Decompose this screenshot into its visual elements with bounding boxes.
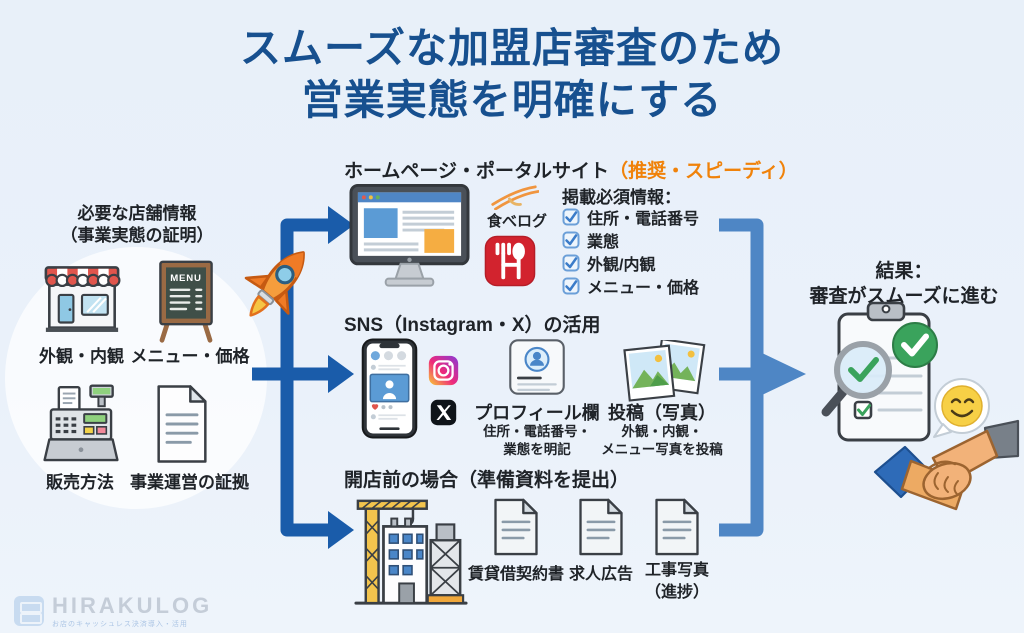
handshake-icon (873, 419, 1020, 511)
page-title-line2: 営業実態を明確にする (301, 77, 723, 124)
checkbox-icon (562, 277, 580, 295)
instagram-icon (428, 355, 459, 386)
x-icon (430, 399, 457, 426)
checklist-item-label: メニュー・価格 (587, 280, 700, 297)
checklist-item-label: 外観/内観 (587, 257, 656, 274)
cash-register-icon (43, 382, 119, 470)
post-title: 投稿（写真） (608, 403, 716, 423)
storefront-label: 外観・内観 (39, 347, 124, 366)
clipboard-check-icon (821, 301, 938, 442)
result-heading: 結果： 審査がスムーズに進む (809, 261, 999, 307)
homepage-row-heading: ホームページ・ポータルサイト（推奨・スピーディ） (344, 161, 798, 182)
monitor-icon (349, 183, 470, 295)
profile-title: プロフィール欄 (474, 403, 600, 423)
smiley-icon (933, 378, 990, 438)
page-title-line1: スムーズな加盟店審査のため (240, 25, 784, 71)
construction-icon (352, 490, 470, 612)
menu-board-label: メニュー・価格 (130, 347, 250, 366)
sns-row-heading: SNS（Instagram・X）の活用 (344, 315, 601, 336)
result-illustration (821, 301, 1020, 511)
menu-board-icon: MENU (154, 258, 218, 344)
preopen-row-heading: 開店前の場合（準備資料を提出） (344, 470, 630, 491)
profile-card-icon (509, 339, 565, 395)
magnifier-icon (821, 387, 848, 417)
menu-board-text: MENU (170, 273, 201, 284)
homepage-row-note: （推奨・スピーディ） (609, 161, 798, 182)
document-icon (152, 383, 212, 465)
post-subtext: 外観・内観・ メニュー写真を投稿 (601, 424, 723, 458)
checklist-item: 外観/内観 (562, 252, 699, 274)
checklist-item-label: 住所・電話番号 (587, 211, 700, 228)
checkbox-icon (562, 254, 580, 272)
hirakulog-logo-icon (14, 596, 44, 626)
checklist-item: 業態 (562, 229, 699, 251)
tabelog-app-icon (484, 235, 536, 287)
lease-doc-label: 賃貸借契約書 (467, 566, 564, 583)
construction-photo-doc-label: 工事写真 （進捗） (644, 562, 709, 601)
business-evidence-label: 事業運営の証拠 (130, 473, 249, 492)
page-title: スムーズな加盟店審査のため 営業実態を明確にする (0, 22, 1024, 127)
lease-doc-icon (489, 497, 543, 557)
checkbox-icon (562, 208, 580, 226)
job-ad-doc-label: 求人広告 (568, 566, 633, 583)
required-info-checklist: 住所・電話番号 業態 外観/内観 メニュー・価格 (562, 206, 699, 297)
checklist-item: 住所・電話番号 (562, 206, 699, 228)
watermark-tagline: お店のキャッシュレス決済導入・活用 (52, 621, 188, 628)
storefront-icon (39, 262, 125, 340)
tabelog-chopsticks-icon (489, 184, 539, 210)
tabelog-label: 食べログ (486, 213, 547, 230)
profile-subtext: 住所・電話番号・ 業態を明記 (483, 424, 591, 458)
left-panel-heading: 必要な店舗情報 （事業実態の証明） (60, 204, 214, 246)
rocket-icon (220, 227, 333, 342)
watermark-brand: HIRAKULOG (52, 593, 213, 618)
smartphone-icon (361, 338, 418, 439)
job-ad-doc-icon (574, 497, 628, 557)
photos-icon (623, 340, 707, 404)
cash-register-label: 販売方法 (46, 473, 114, 492)
construction-photo-doc-icon (650, 497, 704, 557)
brand-watermark: HIRAKULOG お店のキャッシュレス決済導入・活用 (14, 593, 212, 629)
checklist-item: メニュー・価格 (562, 275, 699, 297)
checklist-item-label: 業態 (587, 234, 620, 251)
checklist-title: 掲載必須情報： (562, 188, 681, 207)
checkbox-icon (562, 231, 580, 249)
